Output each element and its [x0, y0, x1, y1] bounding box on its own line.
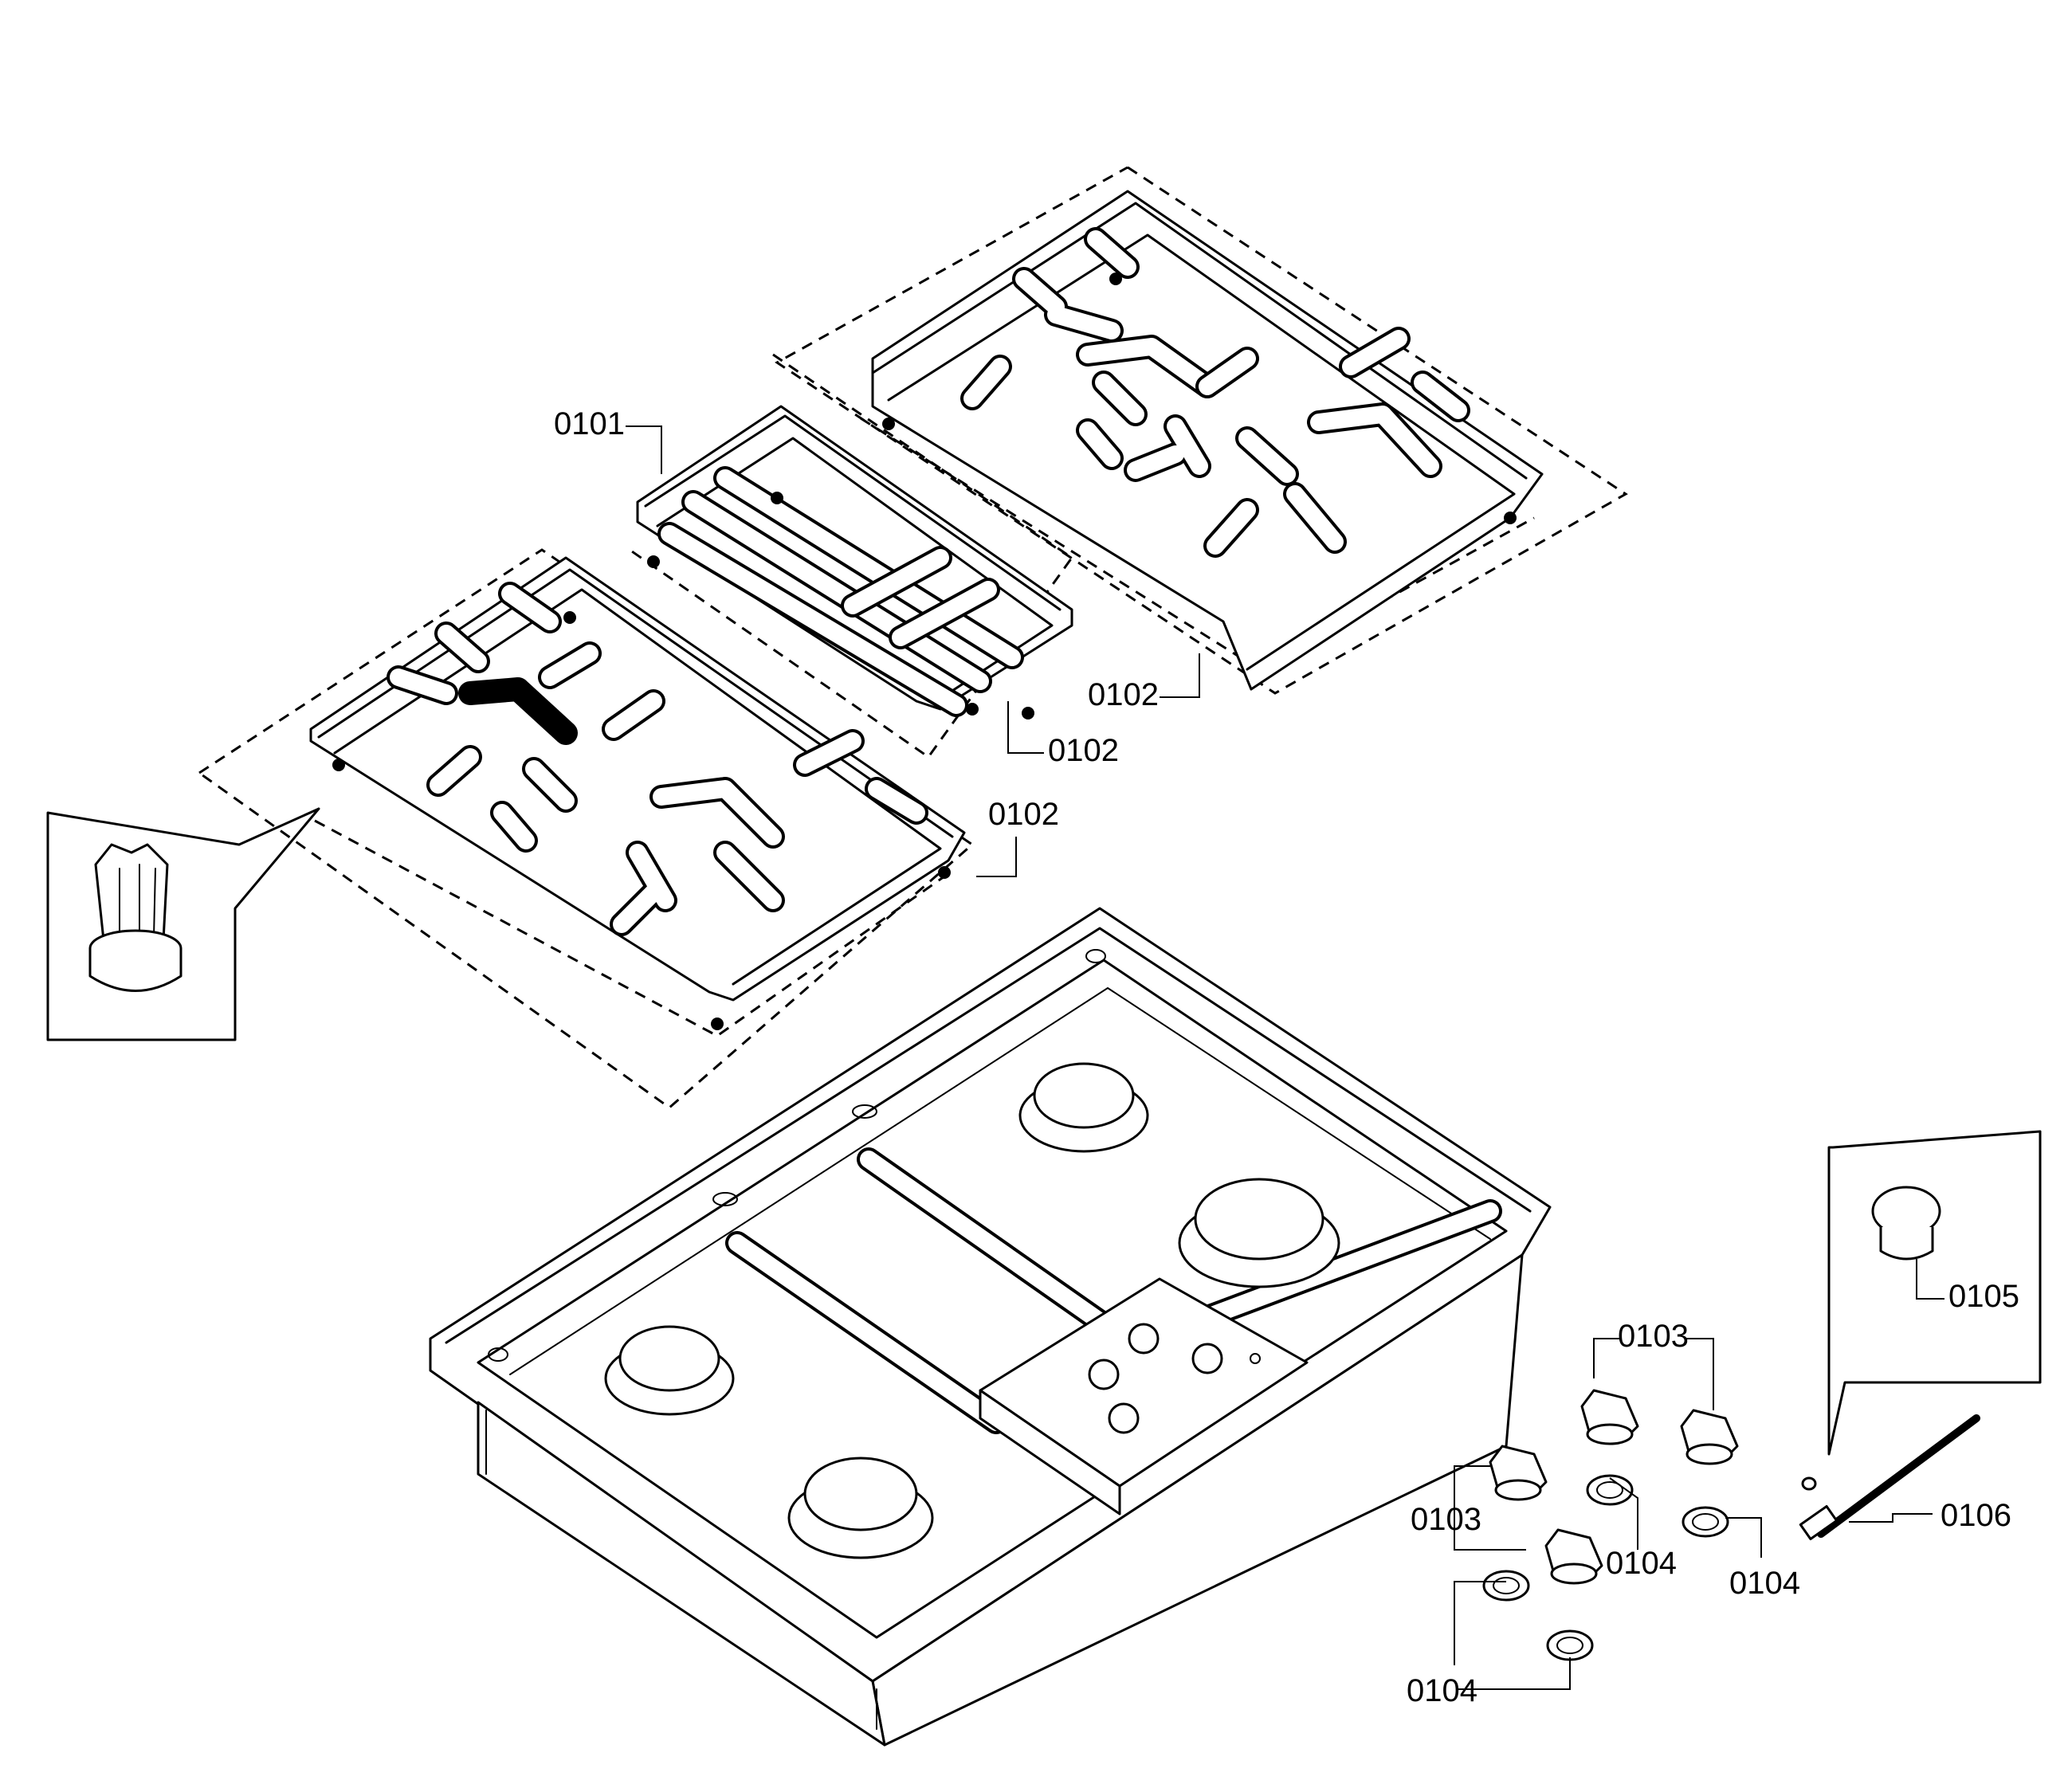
grate-center: [636, 405, 1073, 720]
foot-detail-box: [46, 807, 320, 1041]
label-foot-right-grate: 0102: [1088, 677, 1159, 712]
label-detail-cap: 0105: [1948, 1279, 2019, 1314]
label-foot-center-grate: 0102: [1048, 733, 1119, 768]
grate-left: [309, 556, 966, 1030]
label-foot-left-grate: 0102: [988, 797, 1059, 832]
knob-lower-icon: [1544, 1528, 1603, 1585]
burner-front-left: [604, 1325, 735, 1416]
labels: 0101 0102 0102 0102 0103 0103 0104 0104 …: [554, 406, 2019, 1708]
leader-lines: [626, 425, 1944, 1690]
label-knob-upper-left: 0103: [1618, 1319, 1689, 1354]
dashed-outline-right: [775, 166, 1628, 695]
knob-upper-left-icon: [1580, 1389, 1639, 1445]
cooktop-body: [429, 907, 1552, 1747]
knob-upper-right-icon: [1680, 1409, 1739, 1465]
igniter-icon: [1799, 1414, 1980, 1540]
label-grate-center: 0101: [554, 406, 625, 441]
burner-rear-left: [1018, 1062, 1149, 1153]
rubber-foot-icon: [88, 843, 182, 992]
label-ring-middle: 0104: [1606, 1546, 1677, 1581]
cap-detail-box: [1827, 1130, 2042, 1456]
grate-right: [871, 190, 1544, 691]
label-igniter: 0106: [1941, 1498, 2011, 1533]
burner-rear-right: [1178, 1178, 1340, 1288]
knob-left-icon: [1489, 1445, 1548, 1501]
burner-cap-icon: [1871, 1186, 1941, 1261]
rings: [1482, 1474, 1729, 1661]
dashed-outline-left: [198, 548, 975, 1109]
label-ring-left: 0104: [1407, 1673, 1477, 1708]
label-knob-left: 0103: [1411, 1502, 1481, 1537]
label-ring-right: 0104: [1729, 1566, 1800, 1601]
burner-front-right: [787, 1457, 934, 1559]
